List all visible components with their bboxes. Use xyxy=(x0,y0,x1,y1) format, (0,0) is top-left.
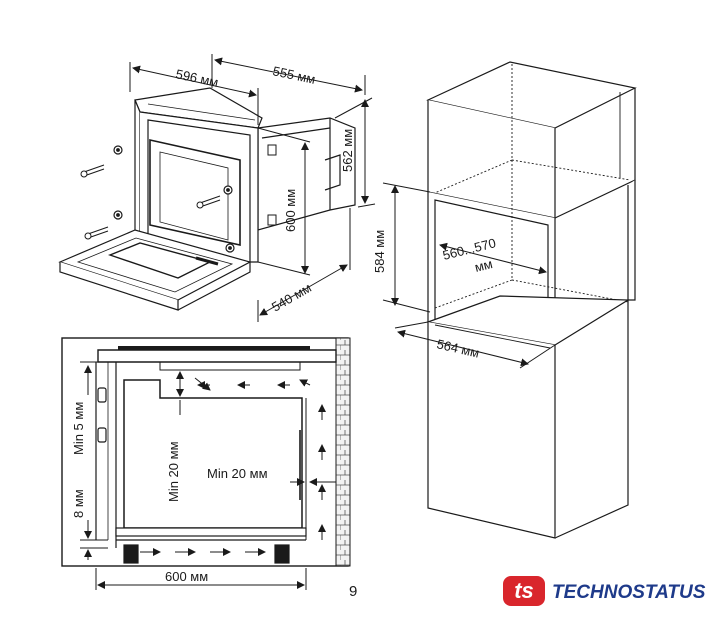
oven-height-label: 562 мм xyxy=(340,129,355,172)
cabinet-column xyxy=(425,61,637,539)
install-width-label: 600 мм xyxy=(165,569,208,584)
airflow-arrows xyxy=(140,377,326,556)
floor-gap-label: 8 мм xyxy=(71,489,86,518)
oven-width-label: 596 мм xyxy=(174,66,219,90)
cabinet-niche-height-label: 584 мм xyxy=(372,230,387,273)
brand-name: TECHNOSTATUS xyxy=(552,582,706,603)
min-front-gap-label: Min 20 мм xyxy=(166,441,181,502)
cabinet-dimension-lines xyxy=(382,182,556,369)
screw-icon xyxy=(84,226,109,240)
screw-icon xyxy=(196,195,221,209)
brand-logo: ts TECHNOSTATUS xyxy=(503,576,706,606)
section-dimension-labels: Min 5 мм 8 мм Min 20 мм Min 20 мм 600 мм xyxy=(71,402,268,584)
oven-dimension-lines xyxy=(129,54,376,322)
wall xyxy=(335,337,351,567)
cabinet-niche-width-unit: мм xyxy=(473,256,494,275)
brand-logo-mark-text: ts xyxy=(514,578,534,603)
min-rear-gap-label: Min 20 мм xyxy=(207,466,268,481)
oven-front-depth-label: 540 мм xyxy=(269,280,314,315)
screw-icon xyxy=(80,164,105,178)
brand-logo-mark xyxy=(503,576,545,606)
installation-section xyxy=(61,337,351,567)
min-side-gap-label: Min 5 мм xyxy=(71,402,86,455)
oven-isometric xyxy=(58,87,356,311)
page-number: 9 xyxy=(349,583,357,600)
section-dimension-lines xyxy=(80,361,336,590)
oven-niche-height-label: 600 мм xyxy=(283,189,298,232)
oven-depth-label: 555 мм xyxy=(271,63,316,87)
